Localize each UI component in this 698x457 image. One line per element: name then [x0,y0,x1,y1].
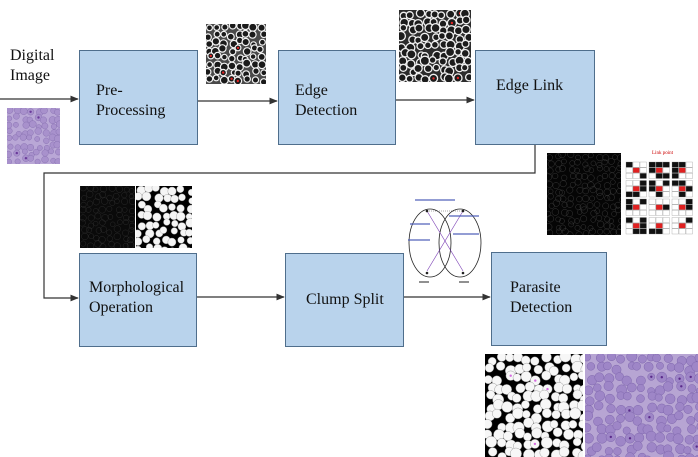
clump-split-diagram [405,193,483,288]
link-point-patterns-image [625,161,693,235]
morphology-filled-image [136,186,192,248]
morphology-dark-image [80,186,135,248]
morphology-edges-image [80,186,135,248]
annotated-smear-image [585,354,698,457]
step-morphological-operation: Morphological Operation [79,253,197,347]
parasite-smear-image [585,354,698,457]
step-edge-link-label: Edge Link [496,77,564,94]
edge-link-pattern-grid: Link point [624,150,695,237]
detected-cells-image [485,354,583,457]
preprocessed-image-thumbnail [206,24,266,84]
edge-detection-image-thumbnail [399,10,471,82]
edge-cells-image [399,10,471,82]
clump-split-geometry-image [408,199,482,283]
parasite-binary-image [485,354,583,457]
edge-outline-image [547,153,621,235]
step-edge-link: Edge Link [475,50,595,145]
digital-image-thumbnail [7,108,60,164]
step-parasite-detection: Parasite Detection [491,252,607,346]
blood-smear-image [7,108,60,164]
arrow-edge-link-to-morphological [43,145,536,302]
step-preprocessing-label: Pre- Processing [96,82,166,119]
filled-cells-image [136,186,192,248]
input-label: Digital Image [10,47,55,84]
grayscale-cells-image [206,24,266,84]
step-preprocessing: Pre- Processing [79,50,198,145]
step-parasite-detection-label: Parasite Detection [510,279,573,316]
step-clump-split: Clump Split [285,253,404,347]
step-edge-detection-label: Edge Detection [295,82,358,119]
link-point-label: Link point [652,151,673,156]
edge-link-dark-image [547,153,621,235]
step-morphological-label: Morphological Operation [89,279,185,316]
step-clump-split-label: Clump Split [306,291,384,308]
step-edge-detection: Edge Detection [278,50,396,145]
